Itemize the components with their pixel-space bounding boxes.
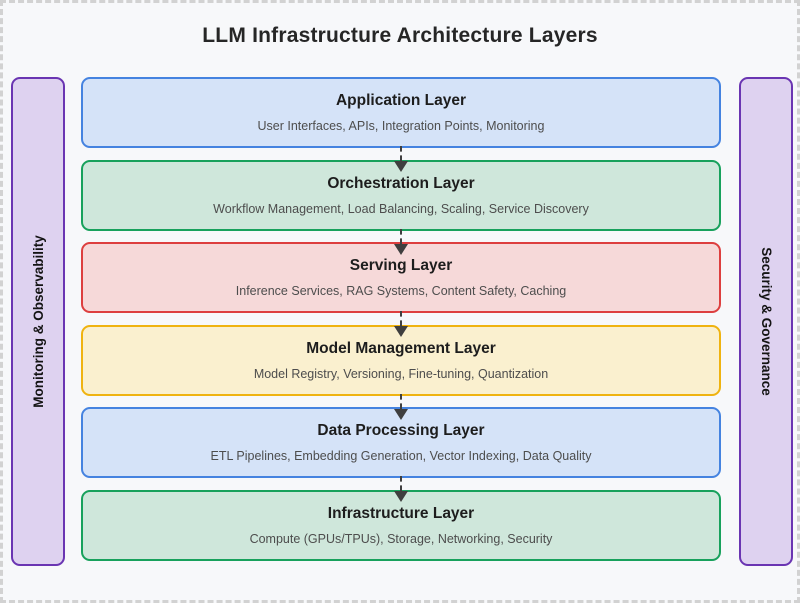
sidebar-monitoring-observability: Monitoring & Observability bbox=[11, 77, 65, 566]
layer-application: Application Layer User Interfaces, APIs,… bbox=[81, 77, 721, 148]
layer-application-title: Application Layer bbox=[335, 92, 467, 109]
layer-data-processing-title: Data Processing Layer bbox=[317, 422, 485, 439]
layer-serving: Serving Layer Inference Services, RAG Sy… bbox=[81, 242, 721, 313]
layer-infrastructure: Infrastructure Layer Compute (GPUs/TPUs)… bbox=[81, 489, 721, 561]
sidebar-security-governance: Security & Governance bbox=[739, 77, 793, 566]
layer-model-management: Model Management Layer Model Registry, V… bbox=[81, 324, 721, 396]
layer-serving-title: Serving Layer bbox=[349, 257, 453, 274]
layer-model-management-title: Model Management Layer bbox=[306, 339, 496, 357]
layer-data-processing: Data Processing Layer ETL Pipelines, Emb… bbox=[81, 407, 721, 478]
layer-stack: Application Layer User Interfaces, APIs,… bbox=[81, 77, 721, 566]
layer-application-subtitle: User Interfaces, APIs, Integration Point… bbox=[257, 119, 545, 133]
sidebar-security-label: Security & Governance bbox=[758, 247, 774, 396]
layer-data-processing-subtitle: ETL Pipelines, Embedding Generation, Vec… bbox=[210, 449, 592, 463]
layer-orchestration: Orchestration Layer Workflow Management,… bbox=[81, 159, 721, 231]
layer-infrastructure-subtitle: Compute (GPUs/TPUs), Storage, Networking… bbox=[249, 531, 553, 546]
sidebar-monitoring-label: Monitoring & Observability bbox=[30, 235, 46, 408]
diagram-title: LLM Infrastructure Architecture Layers bbox=[202, 24, 598, 47]
layer-orchestration-title: Orchestration Layer bbox=[327, 174, 475, 192]
layer-orchestration-subtitle: Workflow Management, Load Balancing, Sca… bbox=[213, 201, 589, 216]
layer-serving-subtitle: Inference Services, RAG Systems, Content… bbox=[235, 284, 567, 298]
layer-model-management-subtitle: Model Registry, Versioning, Fine-tuning,… bbox=[253, 366, 549, 381]
layer-infrastructure-title: Infrastructure Layer bbox=[327, 504, 475, 522]
